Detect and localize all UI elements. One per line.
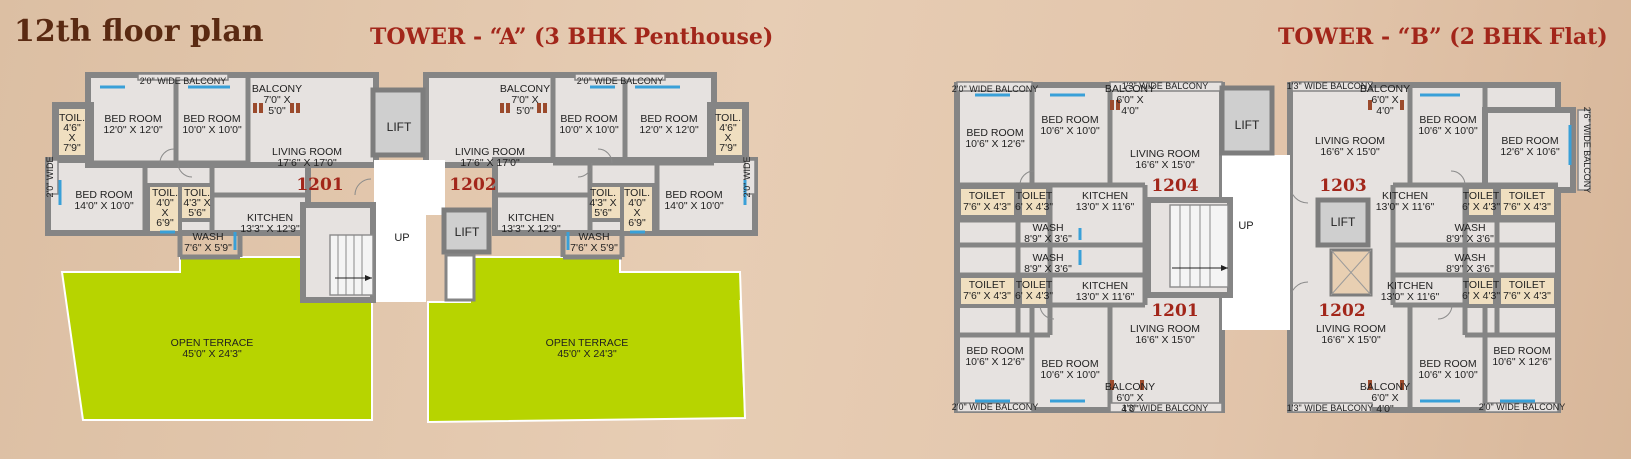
label-b-balcony-wide-13-4: 1'3" WIDE BALCONY (1287, 403, 1373, 413)
lift-label-b-2: LIFT (1331, 215, 1356, 229)
flat-number-1201-a: 1201 (296, 175, 343, 195)
label-b-balcony-wide-3: 2'0" WIDE BALCONY (1479, 402, 1565, 412)
lift-label-b-1: LIFT (1235, 118, 1260, 132)
stair-up-label-b: UP (1238, 220, 1253, 232)
label-balcony-side-2: 2'0" WIDE (742, 157, 752, 198)
staircase-tower-a (329, 234, 476, 302)
label-b-balcony-wide-13-3: 1'3" WIDE BALCONY (1287, 81, 1373, 91)
page-title: 12th floor plan (14, 14, 264, 49)
lift-tower-b-1 (1219, 85, 1275, 156)
stair-up-label-a: UP (394, 232, 409, 244)
flat-number-1202-a: 1202 (449, 175, 496, 195)
label-balcony-wide-1: 2'0" WIDE BALCONY (140, 76, 226, 86)
flat-number-1204: 1204 (1151, 176, 1198, 196)
tower-a-heading: TOWER - “A” (3 BHK Penthouse) (370, 24, 774, 50)
lift-tower-b-2 (1315, 197, 1371, 248)
staircase-tower-b (1169, 204, 1229, 288)
label-b-balcony-wide-13-1: 1'3" WIDE BALCONY (1122, 81, 1208, 91)
flat-number-1203: 1203 (1319, 176, 1366, 196)
lift-tower-a-1 (370, 87, 426, 158)
label-balcony-wide-2: 2'0" WIDE BALCONY (577, 76, 663, 86)
lift-label-a-1: LIFT (387, 120, 412, 134)
tower-b-plan: 2'0" WIDE BALCONY 1'3" WIDE BALCONY BALC… (952, 81, 1592, 415)
flat-number-1201-b: 1201 (1151, 301, 1198, 321)
label-balcony-side-1: 2'0" WIDE (45, 157, 55, 198)
label-b-balcony-wide-2: 2'0" WIDE BALCONY (952, 402, 1038, 412)
lift-tower-a-2 (441, 207, 492, 255)
label-b-balcony-wide-13-2: 1'3" WIDE BALCONY (1122, 403, 1208, 413)
label-b-balcony-side: 2'6" WIDE BALCONY (1582, 107, 1592, 193)
label-b-balcony-wide-1: 2'0" WIDE BALCONY (952, 84, 1038, 94)
lift-label-a-2: LIFT (455, 225, 480, 239)
flat-number-1202-b: 1202 (1318, 301, 1365, 321)
tower-b-heading: TOWER - “B” (2 BHK Flat) (1278, 24, 1608, 50)
